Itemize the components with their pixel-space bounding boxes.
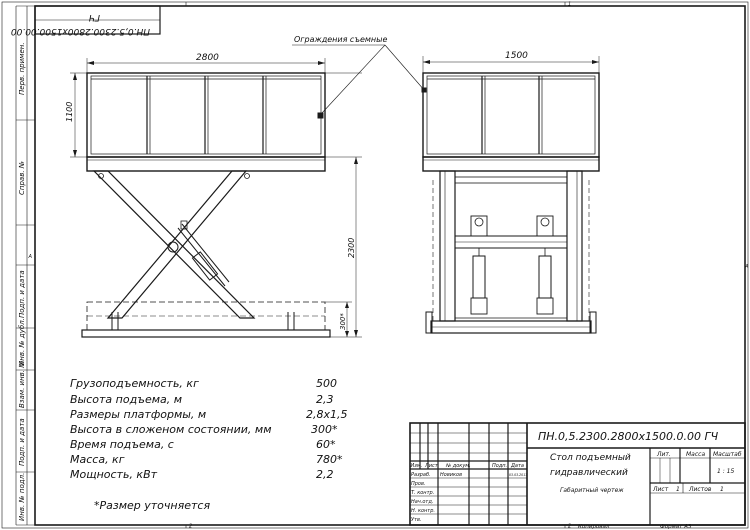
end-platform [422, 156, 600, 172]
zone-number-bottom-right: 2 [568, 524, 571, 530]
spec-label-platform-size: Размеры платформы, м [70, 408, 206, 421]
scale-header: Масштаб [713, 451, 742, 458]
sheet-label: Лист [652, 486, 669, 493]
bottom-strip: Копировал Формат А3 [578, 524, 692, 530]
spec-value-folded-height: 300* [311, 423, 338, 436]
row-label-dept-head: Нач.отд. [411, 499, 433, 505]
top-stamp-text: ПН.0,5.2300.2800x1500.00.00 [11, 26, 150, 36]
edge-letter-left: А [28, 254, 33, 260]
spec-label-lift-time: Время подъема, с [70, 438, 174, 451]
zone-markers: 1 2 2 А А [28, 2, 750, 530]
spec-list: Грузоподъемность, кг 500 Высота подъема,… [70, 377, 348, 512]
col-header-date: Дата [510, 463, 524, 469]
zone-number-top: 1 [568, 2, 571, 8]
end-base-frame [425, 311, 597, 334]
col-header-sheet: Лист [424, 463, 439, 469]
lit-header: Лит. [656, 451, 671, 458]
mass-header: Масса [686, 451, 705, 458]
col-header-change: Изм. [411, 463, 423, 469]
margin-label-7: Инв. № подл. [18, 473, 26, 521]
title-designation: ПН.0,5.2300.2800x1500.0.00 ГЧ [538, 430, 719, 443]
title-block [409, 422, 746, 526]
guard-callout: Ограждения съемные [292, 35, 426, 114]
spec-label-folded-height: Высота в сложеном состоянии, мм [70, 423, 272, 436]
margin-label-6: Подп. и дата [18, 418, 26, 466]
callout-label: Ограждения съемные [294, 35, 387, 44]
margin-label-3: Подп. и дата [18, 270, 26, 318]
dim-max-height: 2300 [347, 238, 356, 258]
spec-value-lift-height: 2,3 [316, 393, 334, 406]
sheet-number: 1 [676, 486, 680, 493]
side-base-frame [81, 301, 331, 338]
spec-label-mass: Масса, кг [70, 453, 125, 466]
end-scissor-mechanism [432, 170, 590, 322]
end-dimensions: 1500 [422, 51, 600, 73]
margin-label-5: Взам. инв. № [18, 360, 26, 408]
spec-value-lift-time: 60* [316, 438, 336, 451]
top-stamp-code: ГЧ [89, 12, 100, 22]
side-platform [86, 156, 326, 172]
row-label-tech-control: Т. контр. [411, 490, 434, 496]
end-guard-railing [421, 72, 600, 158]
col-header-doc-number: № докум. [445, 463, 471, 469]
col-header-signature: Подп. [492, 463, 507, 469]
row-label-checked: Пров. [411, 481, 426, 487]
margin-label-1: Перв. примен. [18, 42, 26, 95]
title-name-line-1: Стол подъемный [550, 453, 631, 463]
dim-platform-length: 2800 [196, 53, 219, 63]
dim-railing-height: 1100 [65, 102, 74, 122]
margin-label-2: Справ. № [18, 161, 26, 195]
dim-platform-width: 1500 [505, 51, 528, 61]
spec-value-capacity: 500 [316, 377, 337, 390]
side-scissor-mechanism [92, 170, 256, 319]
row-label-norm-control: Н. контр. [411, 508, 435, 514]
scale-value: 1 : 15 [717, 468, 734, 475]
top-stamp: ПН.0,5.2300.2800x1500.00.00 ГЧ [11, 5, 161, 36]
row-label-developer: Разраб. [411, 472, 431, 478]
spec-value-platform-size: 2,8x1,5 [306, 408, 348, 421]
title-doc-type: Габаритный чертеж [560, 487, 624, 494]
sheet-inner-frame [34, 5, 746, 526]
format-label: Формат А3 [660, 524, 692, 530]
spec-label-capacity: Грузоподъемность, кг [70, 377, 199, 390]
developer-name: Новиков [440, 472, 462, 478]
zone-number-bottom-left: 2 [189, 524, 192, 530]
spec-label-lift-height: Высота подъема, м [70, 393, 182, 406]
margin-column: Перв. примен. Справ. № Подп. и дата Инв.… [15, 5, 35, 526]
title-name-line-2: гидравлический [550, 468, 628, 478]
end-view [421, 72, 600, 334]
sheets-label: Листов [688, 486, 712, 493]
developer-date: 03.03.2017 [509, 473, 527, 477]
sheets-count: 1 [720, 486, 724, 493]
margin-label-4: Инв. № дубл. [18, 318, 26, 366]
side-dimensions: 2800 1100 2300 300* [65, 53, 362, 338]
edge-letter-right: А [744, 264, 749, 270]
side-guard-railing [86, 72, 326, 158]
footnote: *Размер уточняется [94, 499, 210, 512]
spec-value-mass: 780* [316, 453, 343, 466]
dim-folded-height: 300* [339, 313, 347, 330]
row-label-approved: Утв. [411, 517, 422, 523]
side-view [81, 72, 331, 338]
copied-label: Копировал [578, 524, 610, 530]
spec-label-power: Мощность, кВт [70, 468, 158, 481]
spec-value-power: 2,2 [316, 468, 334, 481]
title-block-text: ПН.0,5.2300.2800x1500.0.00 ГЧ Стол подъе… [411, 430, 742, 523]
